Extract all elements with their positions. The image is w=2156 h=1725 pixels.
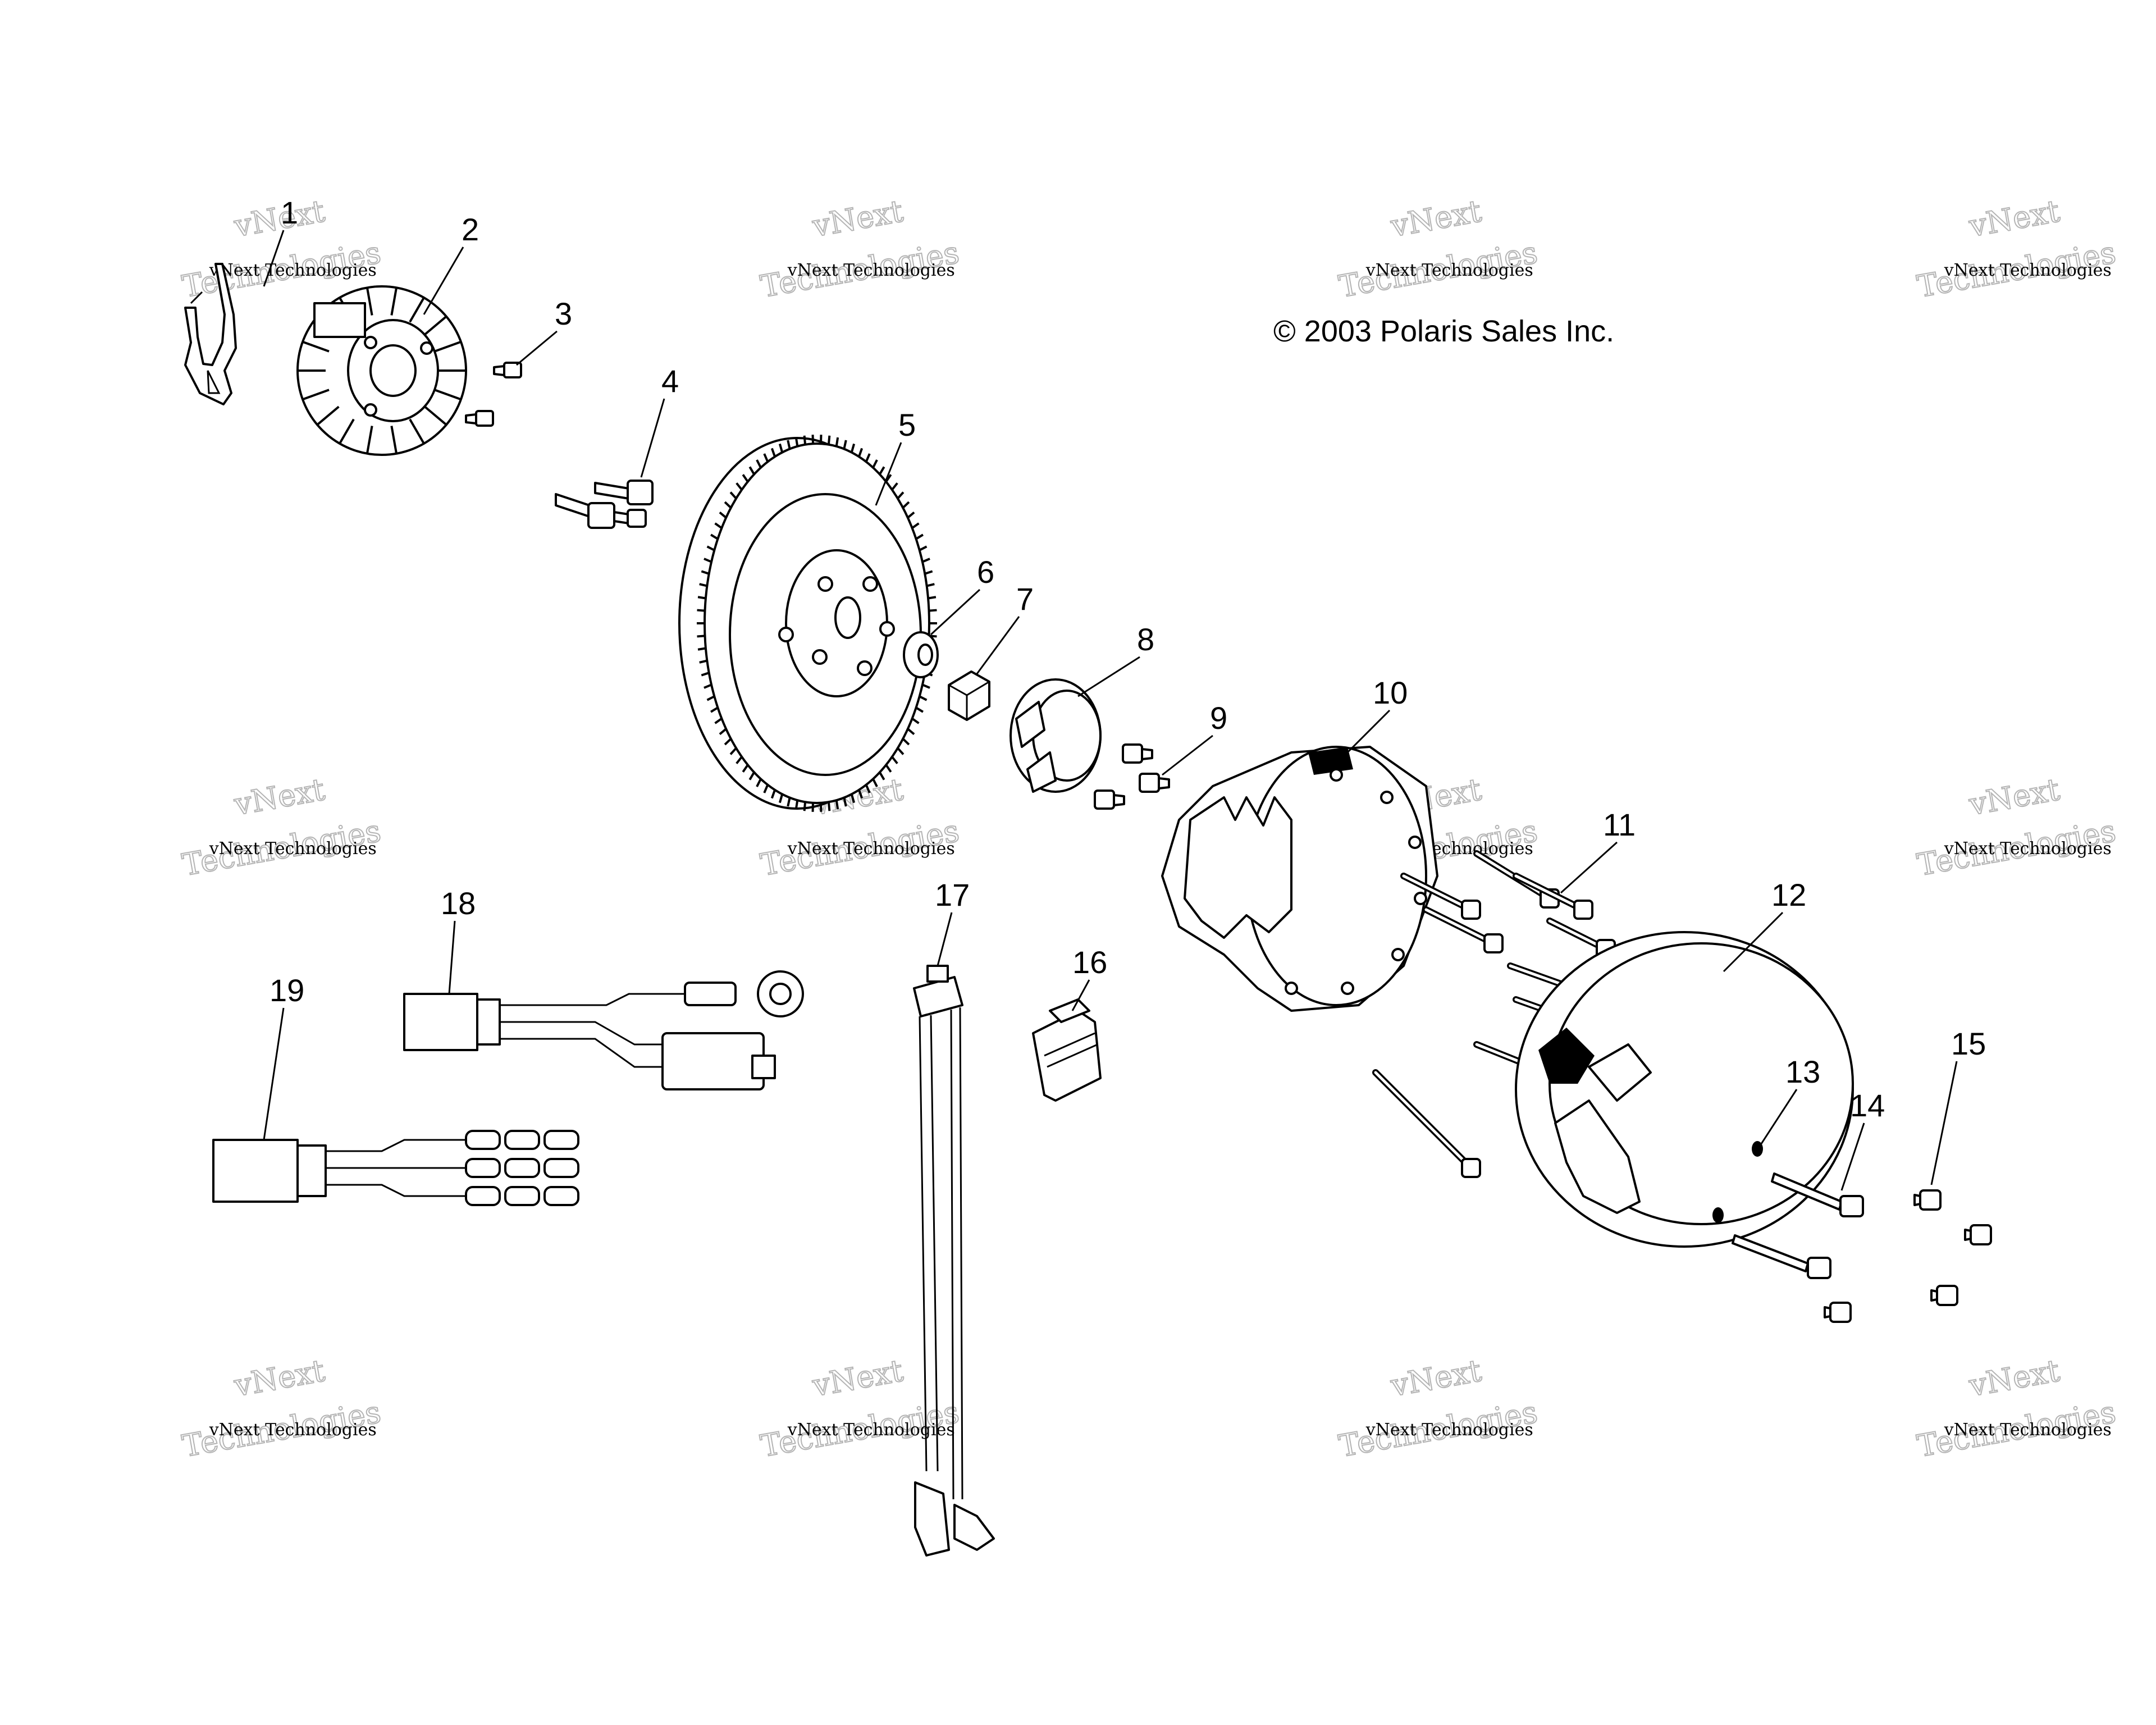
callout-18: 18 xyxy=(441,886,476,921)
part-18-connector-harness xyxy=(403,970,804,1090)
part-8-starter-cup xyxy=(1010,678,1102,793)
leader-18 xyxy=(448,920,456,994)
leader-5 xyxy=(875,442,902,506)
callout-2: 2 xyxy=(462,212,479,247)
callout-14: 14 xyxy=(1850,1088,1885,1123)
leader-19 xyxy=(263,1007,285,1140)
watermark-caption: vNext Technologies xyxy=(209,1420,377,1440)
callout-9: 9 xyxy=(1210,700,1227,736)
callout-7: 7 xyxy=(1016,581,1034,617)
part-3-screws xyxy=(465,362,522,427)
callout-13: 13 xyxy=(1785,1054,1820,1089)
watermark-vnext: vNext xyxy=(231,193,328,244)
leader-14 xyxy=(1840,1122,1865,1191)
watermark-caption: vNext Technologies xyxy=(209,839,377,859)
leader-15 xyxy=(1930,1061,1958,1185)
callout-17: 17 xyxy=(935,877,970,912)
part-15-cap-screws xyxy=(1824,1189,1992,1323)
callout-6: 6 xyxy=(977,554,994,590)
part-10-housing xyxy=(1161,746,1438,1012)
part-12-recoil-cover xyxy=(1515,931,1854,1248)
watermark-caption: vNext Technologies xyxy=(1365,1420,1533,1440)
leader-6 xyxy=(930,588,981,636)
watermark-vnext: vNext xyxy=(1966,193,2063,244)
part-6-washer xyxy=(903,631,939,678)
leader-12 xyxy=(1723,911,1784,973)
watermark-caption: vNext Technologies xyxy=(1944,839,2112,859)
leader-2 xyxy=(423,247,464,315)
callout-3: 3 xyxy=(555,296,572,331)
callout-12: 12 xyxy=(1771,877,1806,912)
watermark-vnext: vNext xyxy=(231,772,328,822)
watermark-vnext: vNext xyxy=(1388,193,1484,244)
part-1-wire-clip xyxy=(184,263,237,405)
leader-4 xyxy=(640,398,665,478)
part-7-nut xyxy=(948,670,990,721)
callout-labels: 1 2 3 4 5 6 7 8 9 10 11 12 13 14 15 16 1… xyxy=(270,195,1986,1123)
callout-19: 19 xyxy=(270,973,304,1008)
leader-1 xyxy=(263,230,285,287)
leader-lines xyxy=(263,230,1958,1191)
watermark-vnext: vNext xyxy=(1966,1353,2063,1403)
part-9-screws xyxy=(1094,743,1170,810)
watermark-caption: vNext Technologies xyxy=(1944,261,2112,280)
part-2-stator xyxy=(296,285,467,456)
watermark-vnext: vNext xyxy=(231,1353,328,1403)
part-4-bolts xyxy=(555,480,654,529)
watermark-vnext: vNext xyxy=(810,1353,906,1403)
part-16-regulator xyxy=(1032,998,1102,1102)
watermark-caption: vNext Technologies xyxy=(1944,1420,2112,1440)
leader-9 xyxy=(1162,734,1213,776)
part-19-connector-harness xyxy=(212,1130,579,1206)
watermark-caption: vNext Technologies xyxy=(787,261,955,280)
part-17-cable xyxy=(913,965,995,1557)
leader-10 xyxy=(1335,709,1391,765)
callout-4: 4 xyxy=(661,363,679,399)
leader-7 xyxy=(976,616,1020,674)
copyright-notice: © 2003 Polaris Sales Inc. xyxy=(1273,314,1614,348)
callout-15: 15 xyxy=(1951,1026,1986,1061)
callout-10: 10 xyxy=(1373,675,1408,710)
callout-8: 8 xyxy=(1137,622,1154,657)
leader-3 xyxy=(516,330,558,366)
callout-5: 5 xyxy=(898,407,916,442)
part-14-long-bolts xyxy=(1732,1172,1864,1279)
callout-1: 1 xyxy=(281,195,298,230)
watermark-vnext: vNext xyxy=(1966,772,2063,822)
leader-16 xyxy=(1071,979,1090,1011)
leader-13 xyxy=(1759,1089,1798,1146)
watermark-caption: vNext Technologies xyxy=(787,839,955,859)
leader-11 xyxy=(1560,841,1618,894)
callout-16: 16 xyxy=(1072,944,1107,980)
watermark-caption: vNext Technologies xyxy=(209,261,377,280)
watermark-caption: vNext Technologies xyxy=(1365,261,1533,280)
watermark-vnext: vNext xyxy=(1388,1353,1484,1403)
part-5-flywheel xyxy=(678,435,937,812)
watermark-vnext: vNext xyxy=(810,193,906,244)
watermark-caption: vNext Technologies xyxy=(787,1420,955,1440)
leader-8 xyxy=(1077,656,1140,697)
leader-17 xyxy=(937,912,953,966)
callout-11: 11 xyxy=(1603,807,1636,842)
